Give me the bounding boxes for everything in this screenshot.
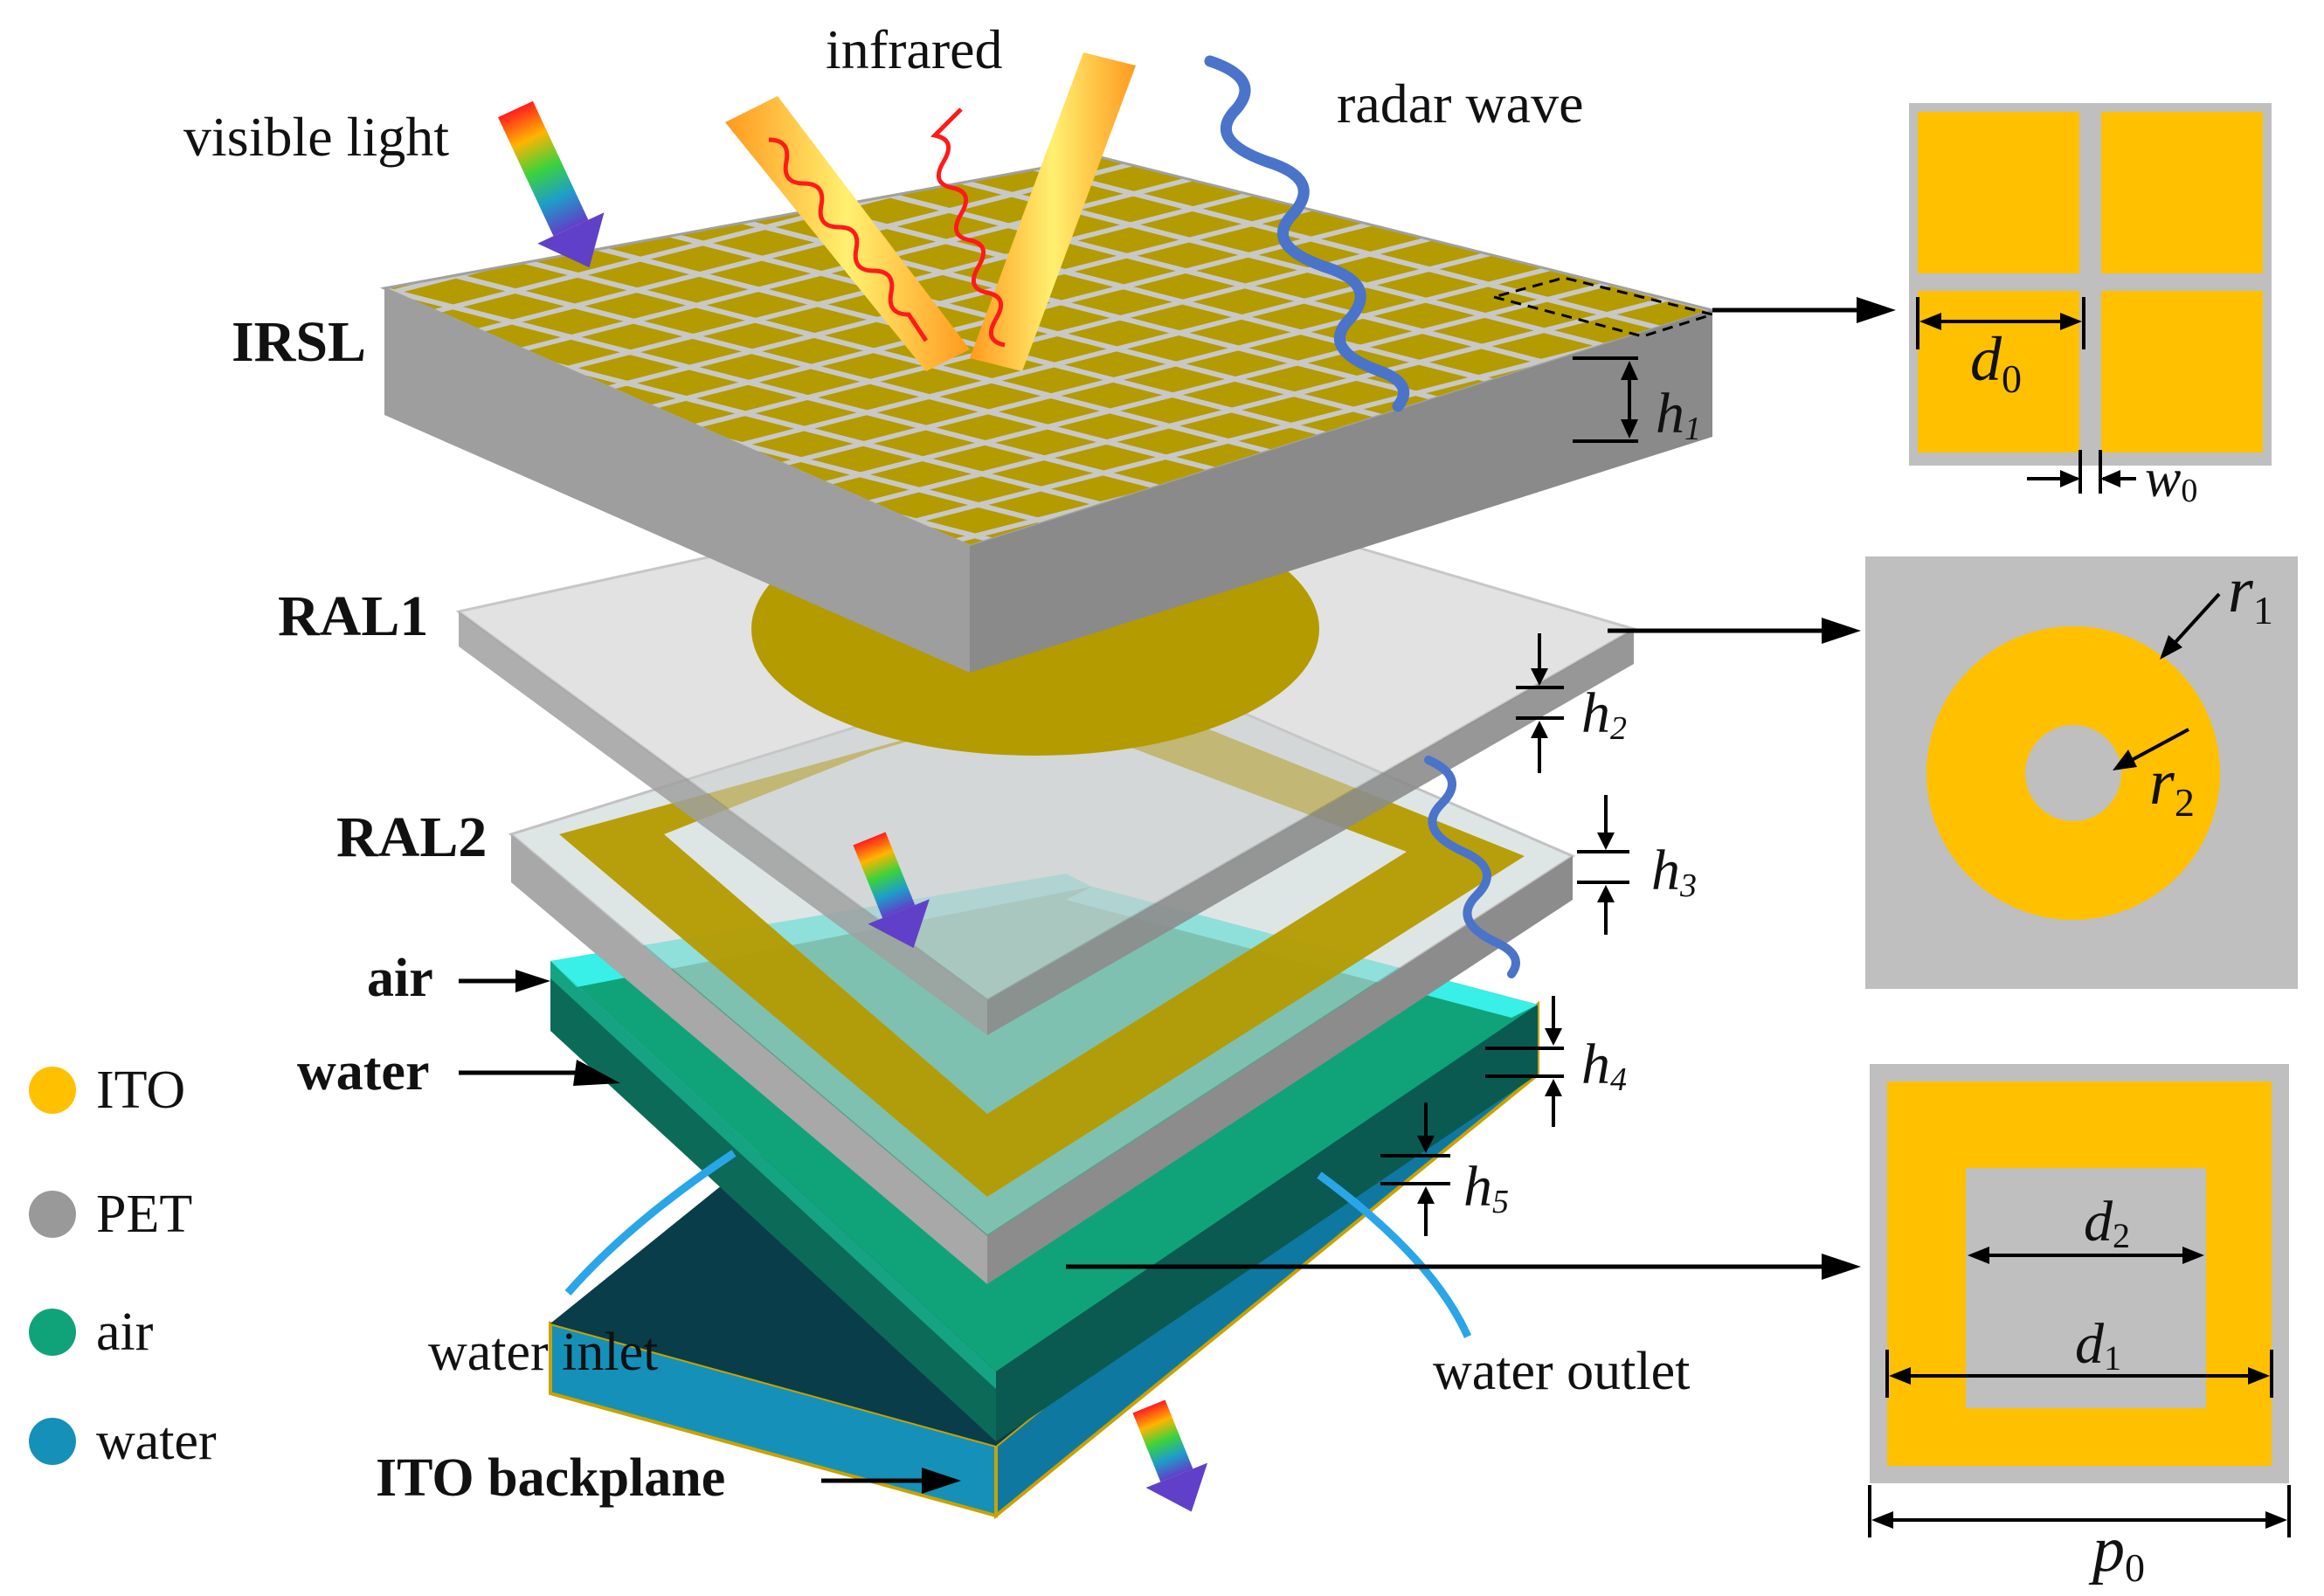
flow-label-outlet: water outlet [1433, 1342, 1690, 1401]
layer-label-ral1: RAL1 [278, 584, 428, 648]
legend-swatch-air [29, 1309, 76, 1356]
layer-label-ral2: RAL2 [336, 805, 487, 869]
layer-label-backplane: ITO backplane [376, 1448, 725, 1508]
legend-label-water: water [96, 1412, 217, 1471]
unit-label-r1: r1 [2228, 555, 2273, 632]
water-outlet-pipe [1317, 1171, 1472, 1338]
dim-label-h3: h3 [1651, 839, 1697, 904]
infrared-reflected-beam [930, 52, 1136, 371]
radar-wave-middle [1424, 756, 1520, 978]
wave-label-visible: visible light [183, 106, 449, 168]
dim-label-h5: h5 [1463, 1155, 1509, 1220]
layer-label-irsl: IRSL [232, 310, 366, 374]
legend-label-air: air [96, 1302, 154, 1362]
ral2-unit-cell [1868, 1064, 2291, 1537]
visible-light-arrow-bottom [1132, 1399, 1208, 1512]
wave-label-infrared: infrared [826, 18, 1003, 80]
visible-light-arrow-middle [853, 832, 930, 949]
visible-light-arrow-top [498, 100, 605, 268]
unit-label-d2: d2 [2084, 1190, 2130, 1255]
infrared-incident-beam [725, 96, 970, 371]
legend-label-ito: ITO [96, 1061, 185, 1120]
layer-label-air: air [367, 949, 433, 1008]
unit-label-r2: r2 [2149, 747, 2195, 825]
unit-label-d1: d1 [2075, 1312, 2121, 1378]
wave-label-radar: radar wave [1337, 73, 1583, 135]
ral1-unit-cell [1865, 556, 2298, 989]
unit-label-w0: w0 [2145, 449, 2197, 509]
unit-label-p0: p0 [2088, 1514, 2145, 1590]
layer-label-water: water [297, 1042, 429, 1102]
unit-label-d0: d0 [1970, 324, 2022, 401]
dim-label-h4: h4 [1581, 1033, 1627, 1098]
irsl-unit-cell [1909, 103, 2272, 494]
leader-arrows [459, 297, 1896, 1494]
legend-swatch-water [29, 1418, 76, 1465]
dim-label-h1: h1 [1656, 382, 1701, 447]
legend-swatch-ito [29, 1067, 76, 1114]
legend-label-pet: PET [96, 1185, 192, 1244]
dim-label-h2: h2 [1581, 681, 1627, 747]
water-inlet-pipe [564, 1150, 737, 1295]
radar-wave-top [1204, 55, 1410, 412]
thickness-marks [1380, 356, 1638, 1236]
flow-label-inlet: water inlet [428, 1323, 658, 1382]
irsl-layer [379, 155, 1718, 673]
legend: ITO PET air water [29, 1061, 217, 1471]
legend-swatch-pet [29, 1191, 76, 1238]
